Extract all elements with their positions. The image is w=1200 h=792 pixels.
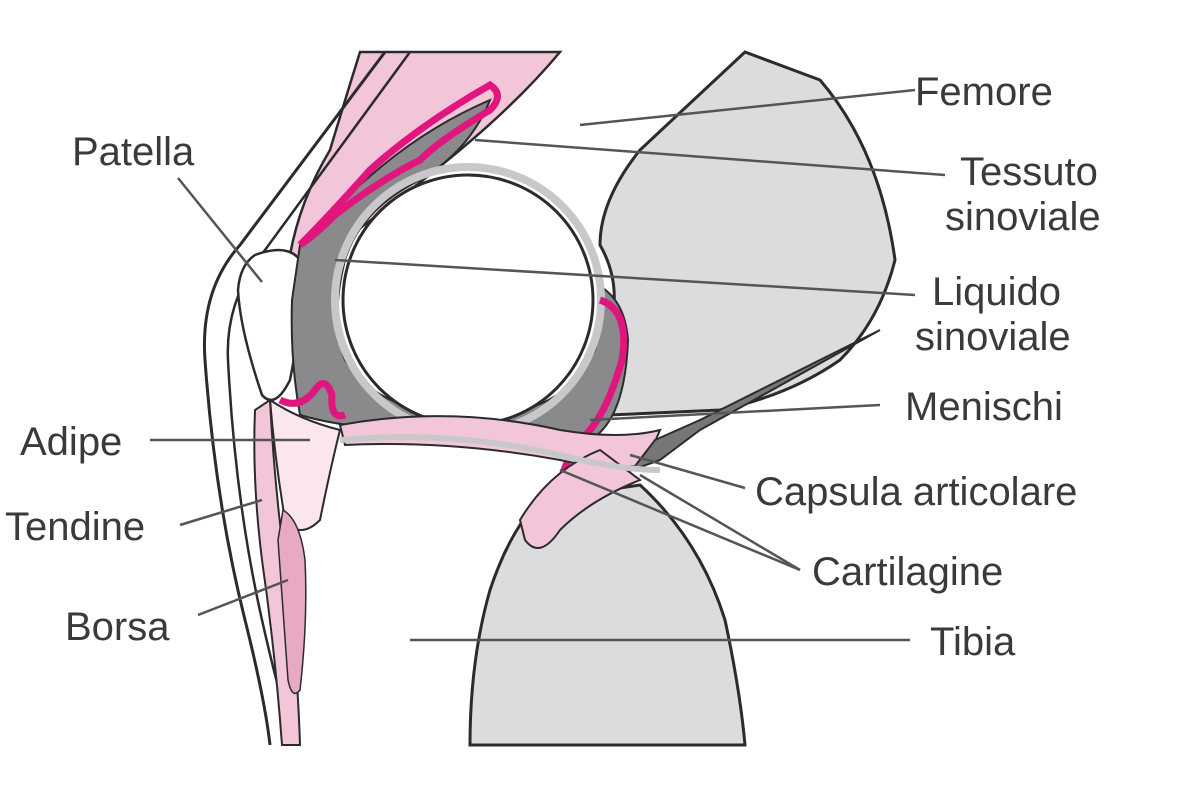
leader-tendine xyxy=(179,498,263,527)
label-adipe: Adipe xyxy=(20,420,122,464)
capsule-fibers xyxy=(629,329,881,473)
leader-patella xyxy=(177,177,263,283)
label-tibia: Tibia xyxy=(930,620,1016,664)
label-liquido-2: sinoviale xyxy=(915,315,1071,359)
label-capsula: Capsula articolare xyxy=(755,470,1077,514)
leader-capsula xyxy=(629,453,746,490)
label-tessuto-1: Tessuto xyxy=(960,150,1098,194)
tibia-bone xyxy=(468,483,747,747)
label-femore: Femore xyxy=(915,70,1053,114)
label-cartilagine: Cartilagine xyxy=(812,550,1003,594)
label-liquido-1: Liquido xyxy=(932,270,1061,314)
label-patella: Patella xyxy=(72,130,195,174)
fat-pad xyxy=(268,398,342,531)
label-tessuto-2: sinoviale xyxy=(945,195,1101,239)
tibial-cartilage xyxy=(339,434,661,473)
label-menischi: Menischi xyxy=(905,385,1063,429)
posterior-capsule xyxy=(518,448,643,549)
leader-tessuto xyxy=(474,138,946,177)
leader-cartilagine-b xyxy=(639,473,801,572)
femoral-condyle xyxy=(341,173,595,427)
outer-skin-line xyxy=(202,51,387,746)
leader-cartilagine-a xyxy=(559,468,801,572)
synovial-tissue-lower xyxy=(278,380,347,420)
leader-femore xyxy=(579,88,916,127)
label-tendine: Tendine xyxy=(5,505,145,549)
bursa xyxy=(277,508,307,695)
synovial-tissue-upper xyxy=(297,80,501,248)
leader-borsa xyxy=(197,578,289,617)
label-borsa: Borsa xyxy=(65,605,170,649)
leader-menischi xyxy=(589,403,881,422)
leader-liquido xyxy=(334,258,916,297)
